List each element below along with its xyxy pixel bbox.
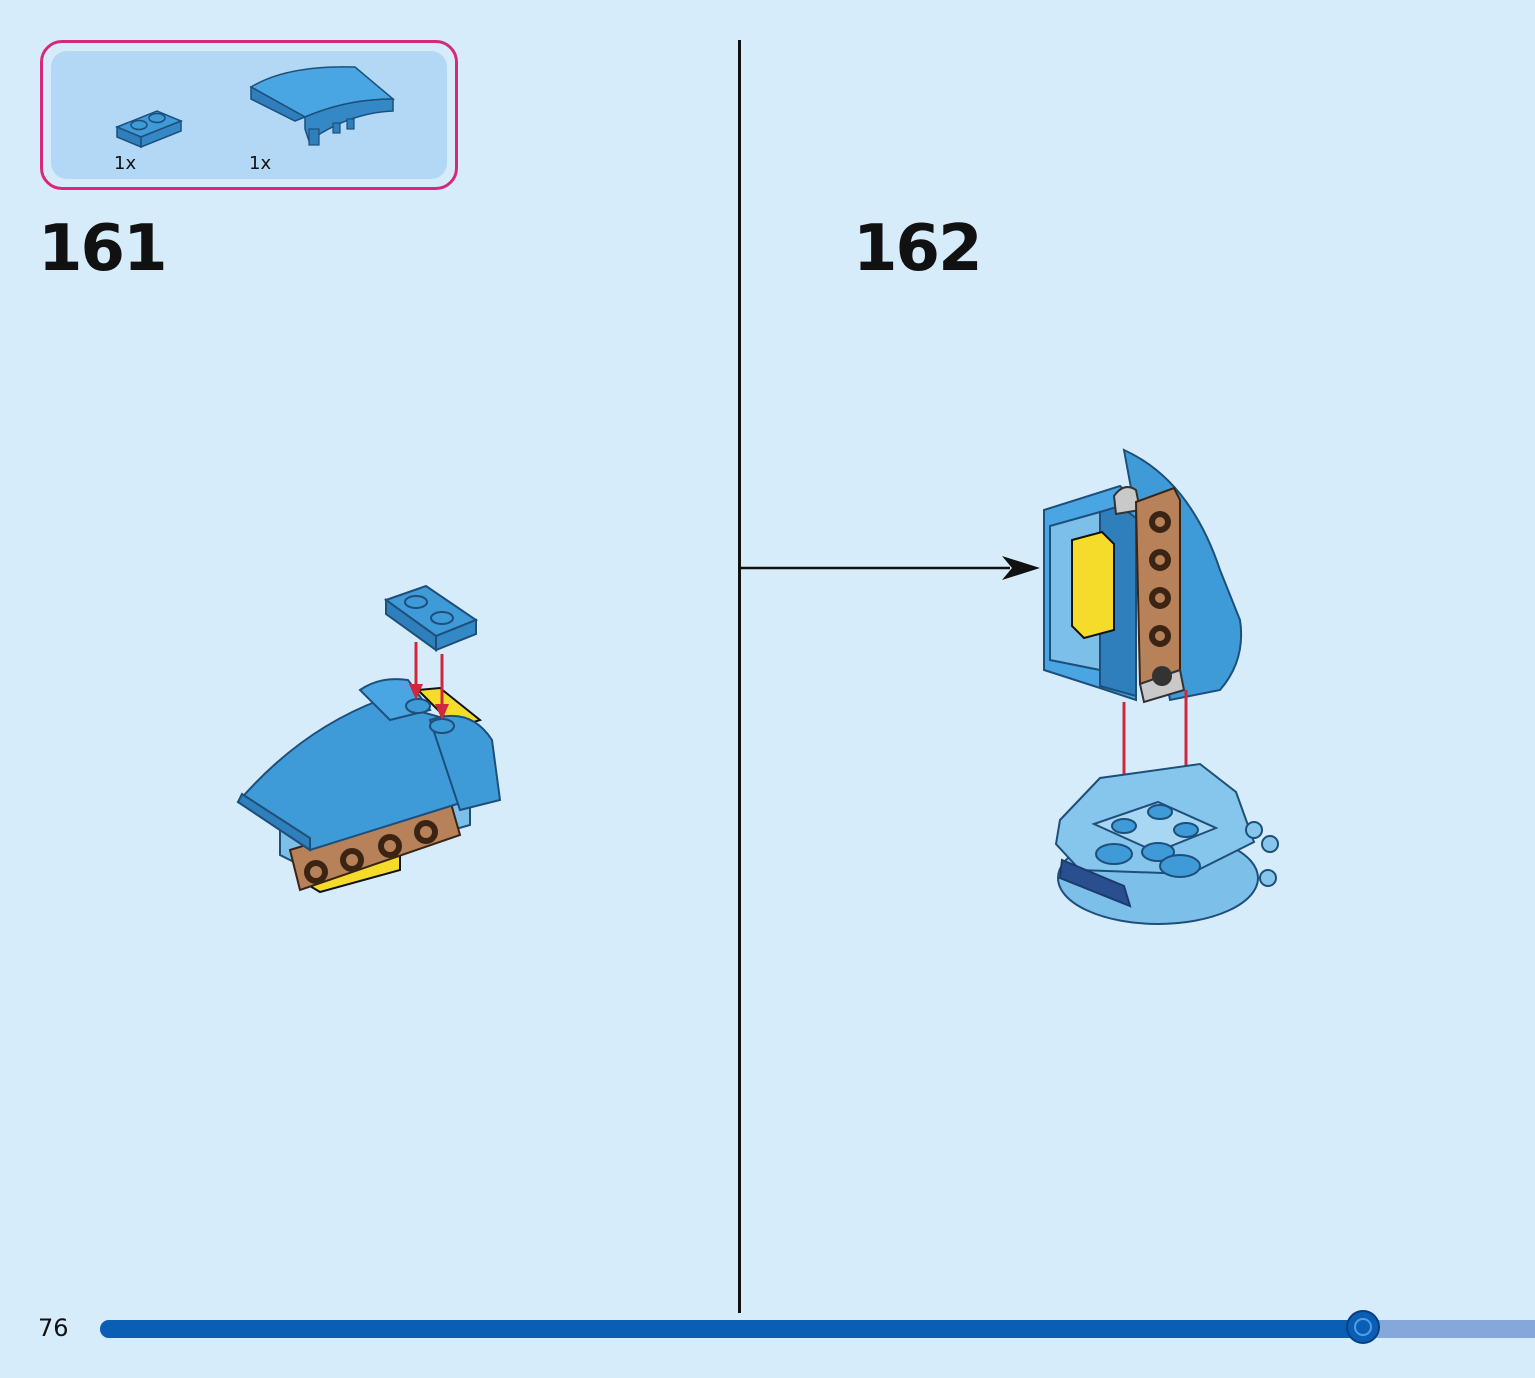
progress-marker	[1345, 1310, 1380, 1344]
page-number: 76	[38, 1314, 69, 1342]
parts-list-panel: 1x 1x	[51, 51, 447, 179]
parts-list-callout: 1x 1x	[40, 40, 458, 190]
plate-1x2-icon	[115, 110, 183, 149]
step-161-model-illustration	[236, 584, 502, 894]
connector-arrow	[740, 556, 1040, 580]
step-divider	[738, 40, 741, 1313]
step-number: 162	[853, 212, 983, 286]
step-162-model-illustration	[1043, 448, 1279, 925]
part-quantity: 1x	[114, 153, 137, 174]
step-number: 161	[38, 212, 168, 286]
progress-bar	[100, 1310, 1535, 1344]
part-quantity: 1x	[249, 153, 272, 174]
progress-bar-fill	[100, 1320, 1363, 1338]
curved-slope-icon	[249, 66, 396, 146]
